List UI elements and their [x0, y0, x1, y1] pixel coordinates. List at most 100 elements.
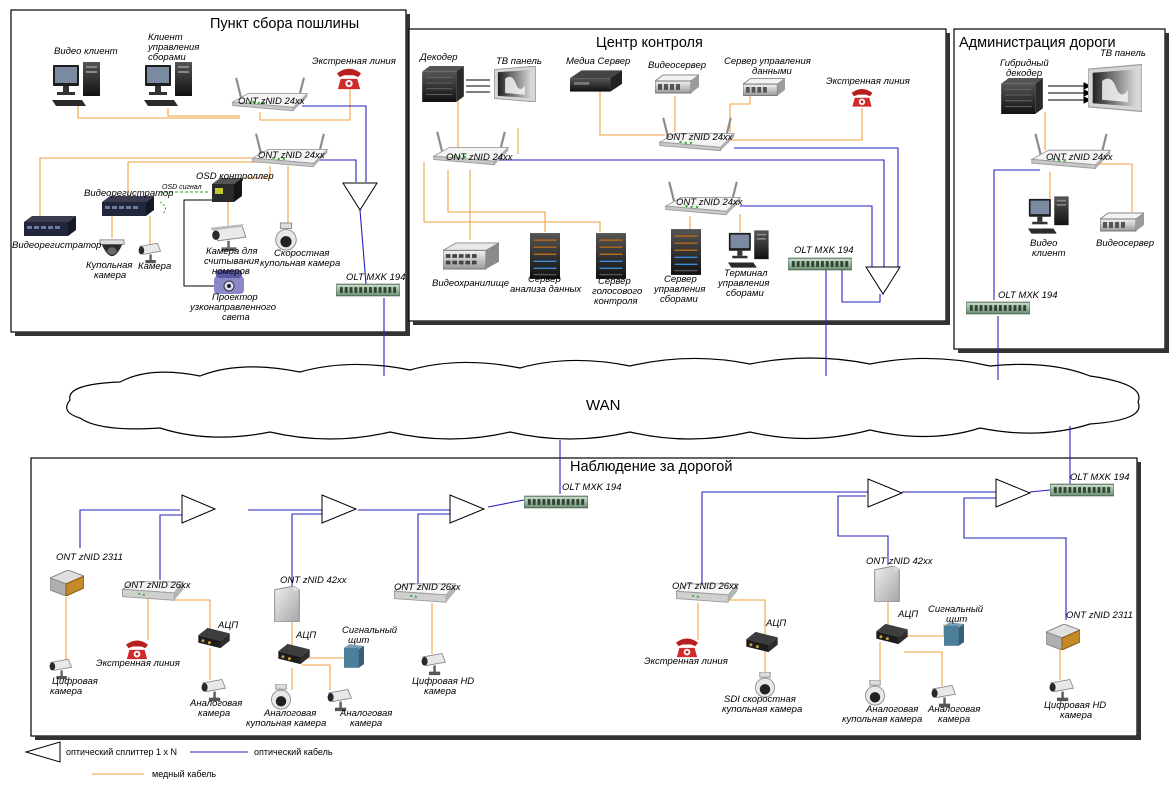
road-signal1-label-2: щит: [348, 635, 369, 646]
toll-dome-label-1: Купольная: [86, 260, 132, 271]
road-hd-cam1-label-2: камера: [424, 686, 456, 697]
adm-video-srv-label: Видеосервер: [1096, 238, 1154, 249]
road-digital-cam-label-2: камера: [50, 686, 82, 697]
storage-icon: [443, 242, 499, 270]
olt-chassis-icon: [966, 301, 1030, 315]
ctrl-voice-label-3: контроля: [594, 296, 638, 307]
road-analog-cam1-label-2: камера: [198, 708, 230, 719]
toll-fee-client-label-3: сборами: [148, 52, 186, 63]
road-signal2-label-2: щит: [946, 614, 967, 625]
hybrid-decoder-icon: [1000, 78, 1044, 114]
media-server-icon: [570, 70, 622, 92]
road-panel-title: Наблюдение за дорогой: [570, 459, 732, 475]
server-rack-icon: [530, 232, 560, 280]
toll-plate-cam-label-2: считывания: [204, 256, 259, 267]
toll-olt-label: OLT MXK 194: [346, 272, 406, 283]
adm-hybrid-label-2: декодер: [1006, 68, 1042, 79]
ctrl-ont2-label: ONT zNID 24xx: [446, 152, 514, 163]
ctrl-data-srv-label-2: данными: [752, 66, 792, 77]
ctrl-fee-srv-label-1: Сервер: [664, 274, 697, 285]
adm-video-client-label-2: клиент: [1032, 248, 1066, 259]
dvr-icon: [102, 196, 154, 216]
legend-splitter-label: оптический сплиттер 1 x N: [66, 747, 177, 757]
server-1u-icon: [743, 78, 785, 96]
olt-chassis-icon: [788, 257, 852, 271]
toll-osd-label: OSD контроллер: [196, 171, 274, 182]
road-adc3-label: АЦП: [765, 618, 786, 629]
toll-plate-cam-label-1: Камера для: [206, 246, 258, 257]
road-analog-cam2-label-2: камера: [350, 718, 382, 729]
ctrl-terminal-label-2: управления: [717, 278, 769, 289]
ctrl-voice-label-2: голосового: [592, 286, 642, 297]
toll-projector-label-3: света: [222, 312, 250, 323]
toll-fee-client-label-1: Клиент: [148, 32, 183, 43]
road-ext1-label: Экстренная линия: [96, 658, 180, 669]
toll-dvr-top-label: Видеорегистратор: [84, 188, 173, 199]
toll-video-client-label: Видео клиент: [54, 46, 118, 57]
road-signal2-label-1: Сигнальный: [928, 604, 984, 615]
ctrl-analysis-label-1: Сервер: [528, 274, 561, 285]
ctrl-terminal-label-1: Терминал: [724, 268, 768, 279]
tv-panel-icon: [1088, 64, 1142, 112]
ctrl-decoder-label: Декодер: [419, 52, 458, 63]
road-analog-dome2-label-1: Аналоговая: [865, 704, 918, 715]
ctrl-fee-srv-label-2: управления: [653, 284, 705, 295]
ctrl-fee-srv-label-3: сборами: [660, 294, 698, 305]
ctrl-video-srv-label: Видеосервер: [648, 60, 706, 71]
toll-plate-cam-label-3: номеров: [212, 266, 250, 277]
server-1u-icon: [655, 74, 699, 94]
optical-splitter-icon: [181, 182, 1032, 524]
arrow-icon: [1048, 82, 1092, 104]
optical-cables: [79, 105, 1071, 620]
osd-signal-lines: [159, 191, 214, 287]
ctrl-data-srv-label-1: Сервер управления: [724, 56, 811, 67]
server-rack-icon: [596, 232, 626, 280]
wan-label: WAN: [586, 397, 620, 414]
signal-panel-icon: [344, 644, 364, 668]
dvr-icon: [24, 216, 76, 236]
road-adc4-label: АЦП: [897, 609, 918, 620]
ctrl-ont3-label: ONT zNID 24xx: [676, 197, 744, 208]
ont-42xx-icon: [274, 586, 300, 622]
ctrl-olt-label: OLT MXK 194: [794, 245, 854, 256]
road-analog-dome1-label-2: купольная камера: [246, 718, 326, 729]
server-rack-icon: [671, 228, 701, 276]
adm-tv-label: ТВ панель: [1100, 48, 1146, 59]
toll-speed-dome-label-1: Скоростная: [274, 248, 329, 259]
toll-panel: [10, 9, 410, 336]
road-ont42-b-label: ONT zNID 42xx: [866, 556, 934, 567]
toll-speed-dome-label-2: купольная камера: [260, 258, 340, 269]
toll-projector-label-1: Проектор: [212, 292, 258, 303]
road-sdi-dome-label-1: SDI скоростная: [724, 694, 796, 705]
road-analog-cam1-label-1: Аналоговая: [189, 698, 242, 709]
road-ont2311-a-label: ONT zNID 2311: [56, 552, 123, 563]
legend-optical-label: оптический кабель: [254, 747, 333, 757]
toll-dvr-left-label: Видеорегистратор: [12, 240, 101, 251]
control-panel-title: Центр контроля: [596, 35, 703, 51]
toll-fee-client-label-2: управления: [147, 42, 199, 53]
road-analog-dome1-label-1: Аналоговая: [263, 708, 316, 719]
wan-cloud-icon: [66, 357, 1140, 440]
ctrl-storage-label: Видеохранилище: [432, 278, 509, 289]
road-ont42-a-label: ONT zNID 42xx: [280, 575, 348, 586]
road-analog-cam3-label-1: Аналоговая: [927, 704, 980, 715]
road-signal1-label-1: Сигнальный: [342, 625, 398, 636]
ont-42xx-icon: [874, 566, 900, 602]
ctrl-ont1-label: ONT zNID 24xx: [666, 132, 734, 143]
legend: оптический сплиттер 1 x N оптический каб…: [24, 741, 333, 779]
admin-panel-title: Администрация дороги: [959, 35, 1116, 51]
toll-panel-title: Пункт сбора пошлины: [210, 16, 359, 32]
road-hd-cam1-label-1: Цифровая HD: [412, 676, 474, 687]
road-analog-cam3-label-2: камера: [938, 714, 970, 725]
ctrl-media-label: Медиа Сервер: [566, 56, 630, 67]
legend-splitter-icon: [24, 741, 61, 763]
road-ext2-label: Экстренная линия: [644, 656, 728, 667]
road-analog-dome2-label-2: купольная камера: [842, 714, 922, 725]
road-sdi-dome-label-2: купольная камера: [722, 704, 802, 715]
ctrl-ext-line-label: Экстренная линия: [826, 76, 910, 87]
olt-chassis-icon: [524, 495, 588, 509]
arrow-icon: [466, 79, 490, 93]
road-olt1-label: OLT MXK 194: [562, 482, 622, 493]
road-analog-cam2-label-1: Аналоговая: [339, 708, 392, 719]
ctrl-analysis-label-2: анализа данных: [510, 284, 583, 295]
